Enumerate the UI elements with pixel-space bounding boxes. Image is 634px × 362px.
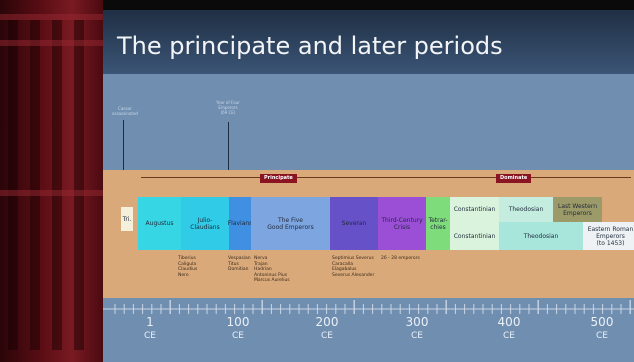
period-segment[interactable]: Constantinian: [450, 197, 499, 222]
period-segment[interactable]: The Five Good Emperors: [251, 197, 330, 250]
year-label: 200: [315, 315, 339, 329]
year-label: 300: [405, 315, 429, 329]
year-label: 400: [497, 315, 521, 329]
period-segment[interactable]: Flavians: [228, 197, 252, 250]
era-principate[interactable]: Principate: [260, 174, 297, 183]
year-unit: CE: [232, 331, 244, 341]
year-label: 500: [590, 315, 614, 329]
period-segment[interactable]: Severan: [330, 197, 378, 250]
note-severan: Septimius Severus Caracalla Elagabalus S…: [332, 256, 375, 278]
period-segment[interactable]: Tetrar- chies: [426, 197, 450, 250]
ruler-ticks: [103, 300, 634, 314]
note-five-good: Nerva Trajan Hadrian Antoninus Pius Marc…: [254, 256, 290, 283]
era-dominate[interactable]: Dominate: [496, 174, 532, 183]
period-segment[interactable]: Eastern Roman Emperors (to 1453): [583, 222, 634, 250]
period-segment[interactable]: Julio- Claudians: [181, 197, 229, 250]
marker-caesar-label: Caesar assassinated: [112, 106, 138, 116]
title-band: The principate and later periods: [103, 10, 634, 74]
period-segment[interactable]: Tri.: [121, 207, 133, 231]
period-segment[interactable]: Theodosian: [499, 197, 553, 222]
year-unit: CE: [503, 331, 515, 341]
year-label: 100: [226, 315, 250, 329]
period-segment[interactable]: Third-Century Crisis: [378, 197, 426, 250]
note-crisis: 26 - 28 emperors: [381, 256, 420, 261]
marker-caesar-line: [123, 120, 124, 196]
period-segment[interactable]: Augustus: [138, 197, 181, 250]
year-unit: CE: [144, 331, 156, 341]
era-line: [141, 177, 631, 178]
year-unit: CE: [411, 331, 423, 341]
year-label: 1: [146, 315, 154, 329]
year-unit: CE: [596, 331, 608, 341]
year-unit: CE: [321, 331, 333, 341]
marker-four-emperors-label: Year of Four Emperors (69 CE): [216, 100, 240, 115]
marker-four-emperors-line: [228, 122, 229, 196]
period-segment[interactable]: Constantinian: [450, 222, 499, 250]
period-segment[interactable]: Last Western Emperors: [553, 197, 602, 222]
building-photo: [0, 0, 103, 362]
note-flavian: Vespasian Titus Domitian: [228, 256, 251, 272]
period-segment[interactable]: Theodosian: [499, 222, 583, 250]
slide-title: The principate and later periods: [117, 32, 503, 60]
slide: The principate and later periods Caesar …: [103, 10, 634, 362]
note-julio: Tiberius Caligula Claudius Nero: [178, 256, 198, 278]
